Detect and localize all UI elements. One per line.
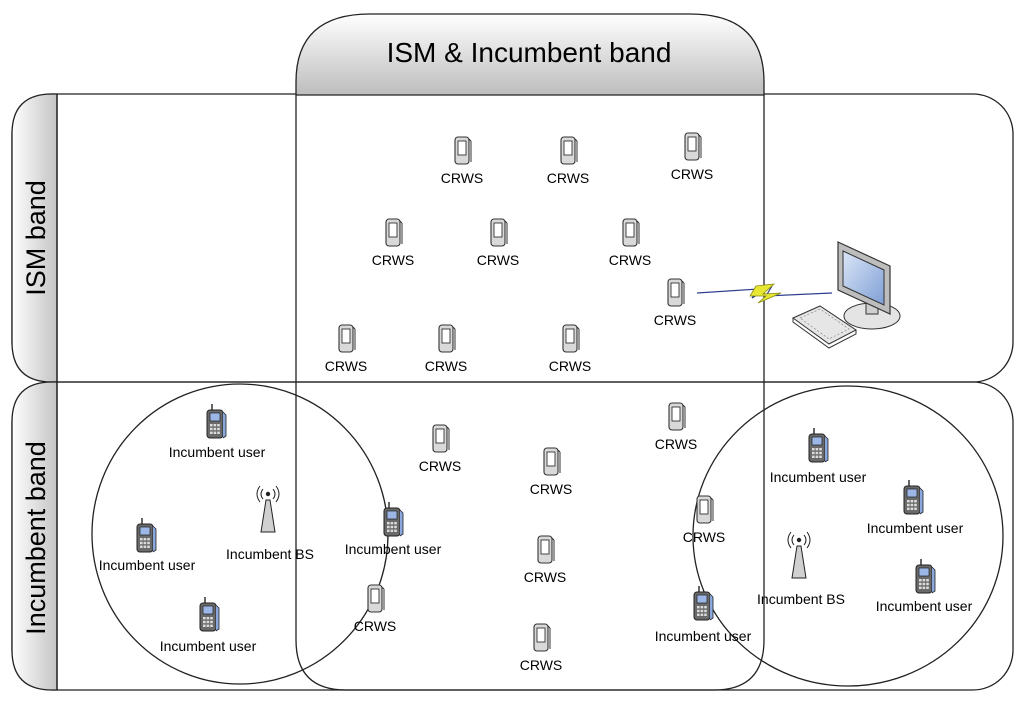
mobile-device-icon [338, 324, 356, 353]
mobile-device-icon [533, 623, 551, 652]
mobile-device-icon [490, 218, 508, 247]
incumbent-bs-label: Incumbent BS [226, 546, 314, 562]
crws-label: CRWS [520, 657, 563, 673]
mobile-device-icon [622, 218, 640, 247]
incumbent-user-label: Incumbent user [876, 598, 973, 614]
incumbent-user-label: Incumbent user [99, 557, 196, 573]
lightning-bolt-icon [749, 283, 782, 304]
cell-phone-icon [693, 586, 714, 621]
cell-phone-icon [915, 559, 936, 594]
ism-band-region: ISM band [11, 93, 1014, 383]
incumbent-band-label: Incumbent band [21, 441, 51, 635]
desktop-computer-icon [792, 241, 901, 349]
crws-label: CRWS [354, 618, 397, 634]
mobile-device-icon [543, 447, 561, 476]
incumbent-user-label: Incumbent user [160, 638, 257, 654]
cell-phone-icon [903, 480, 924, 515]
antenna-tower-icon [256, 485, 280, 533]
crws-label: CRWS [530, 481, 573, 497]
cell-phone-icon [808, 428, 829, 463]
crws-label: CRWS [419, 458, 462, 474]
incumbent-user-label: Incumbent user [770, 469, 867, 485]
cell-phone-icon [199, 597, 220, 632]
network-nodes: CRWS CRWS CRWS CRWS CRWS CRWS CRWS CRWS CRWS CRWS… [99, 132, 973, 673]
mobile-device-icon [454, 136, 472, 165]
ism-incumbent-band-title: ISM & Incumbent band [387, 37, 672, 68]
crws-label: CRWS [425, 358, 468, 374]
crws-label: CRWS [609, 252, 652, 268]
mobile-device-icon [696, 495, 714, 524]
mobile-device-icon [562, 324, 580, 353]
crws-label: CRWS [547, 170, 590, 186]
crws-label: CRWS [441, 170, 484, 186]
mobile-device-icon [668, 402, 686, 431]
crws-label: CRWS [549, 358, 592, 374]
mobile-device-icon [537, 535, 555, 564]
crws-label: CRWS [477, 252, 520, 268]
mobile-device-icon [438, 324, 456, 353]
crws-label: CRWS [524, 569, 567, 585]
mobile-device-icon [560, 136, 578, 165]
incumbent-user-label: Incumbent user [655, 628, 752, 644]
cell-phone-icon [136, 518, 157, 553]
mobile-device-icon [385, 218, 403, 247]
crws-label: CRWS [655, 436, 698, 452]
crws-label: CRWS [683, 529, 726, 545]
crws-label: CRWS [654, 312, 697, 328]
mobile-device-icon [667, 278, 685, 307]
incumbent-user-label: Incumbent user [345, 541, 442, 557]
ism-incumbent-overlap-region: ISM & Incumbent band [295, 13, 765, 691]
cell-phone-icon [383, 502, 404, 537]
incumbent-user-label: Incumbent user [867, 520, 964, 536]
incumbent-bs-label: Incumbent BS [757, 591, 845, 607]
mobile-device-icon [432, 424, 450, 453]
incumbent-user-label: Incumbent user [169, 444, 266, 460]
ism-band-label: ISM band [21, 180, 51, 296]
mobile-device-icon [367, 584, 385, 613]
antenna-tower-icon [787, 531, 811, 579]
mobile-device-icon [684, 132, 702, 161]
crws-label: CRWS [325, 358, 368, 374]
crws-label: CRWS [671, 166, 714, 182]
crws-label: CRWS [372, 252, 415, 268]
cell-phone-icon [206, 404, 227, 439]
incumbent-coverage-right [692, 385, 1004, 687]
